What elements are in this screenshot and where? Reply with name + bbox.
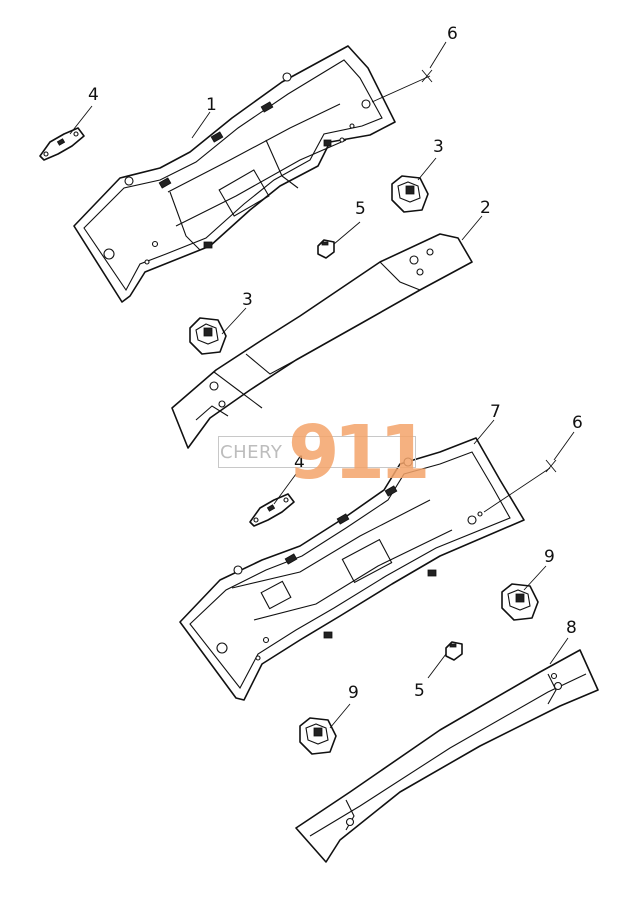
callout-9-upper: 9 [544,547,555,567]
part-2-crossmember [171,233,473,449]
watermark-frame [218,436,416,468]
part-4-bracket-upper [39,127,85,161]
part-9-mount-lower [299,717,337,755]
callout-4-lower: 4 [294,453,305,473]
watermark-logo: CHERY 911 [218,410,430,496]
callout-1: 1 [206,95,217,115]
callout-3-lower: 3 [242,290,253,310]
part-5-clip-lower [445,641,463,661]
leader-lines [69,41,575,729]
callout-4-upper: 4 [88,85,99,105]
callout-3-upper: 3 [433,137,444,157]
callout-9-lower: 9 [348,683,359,703]
callout-7: 7 [490,402,501,422]
part-6-marker-upper [421,69,433,83]
callout-6-lower: 6 [572,413,583,433]
part-4-bracket-lower [249,493,295,527]
part-5-clip-upper [317,239,335,259]
part-1-floor-panel [73,45,396,303]
part-7-floor-panel [179,437,525,701]
callout-5-upper: 5 [355,199,366,219]
watermark-brand: CHERY [220,442,283,463]
callout-6-upper: 6 [447,24,458,44]
callout-8: 8 [566,618,577,638]
callout-2: 2 [480,198,491,218]
part-3-mount-upper [391,175,429,213]
part-3-mount-lower [189,317,227,355]
part-8-crossmember [295,649,599,863]
callout-5-lower: 5 [414,681,425,701]
part-9-mount-upper [501,583,539,621]
watermark-number: 911 [288,410,430,496]
